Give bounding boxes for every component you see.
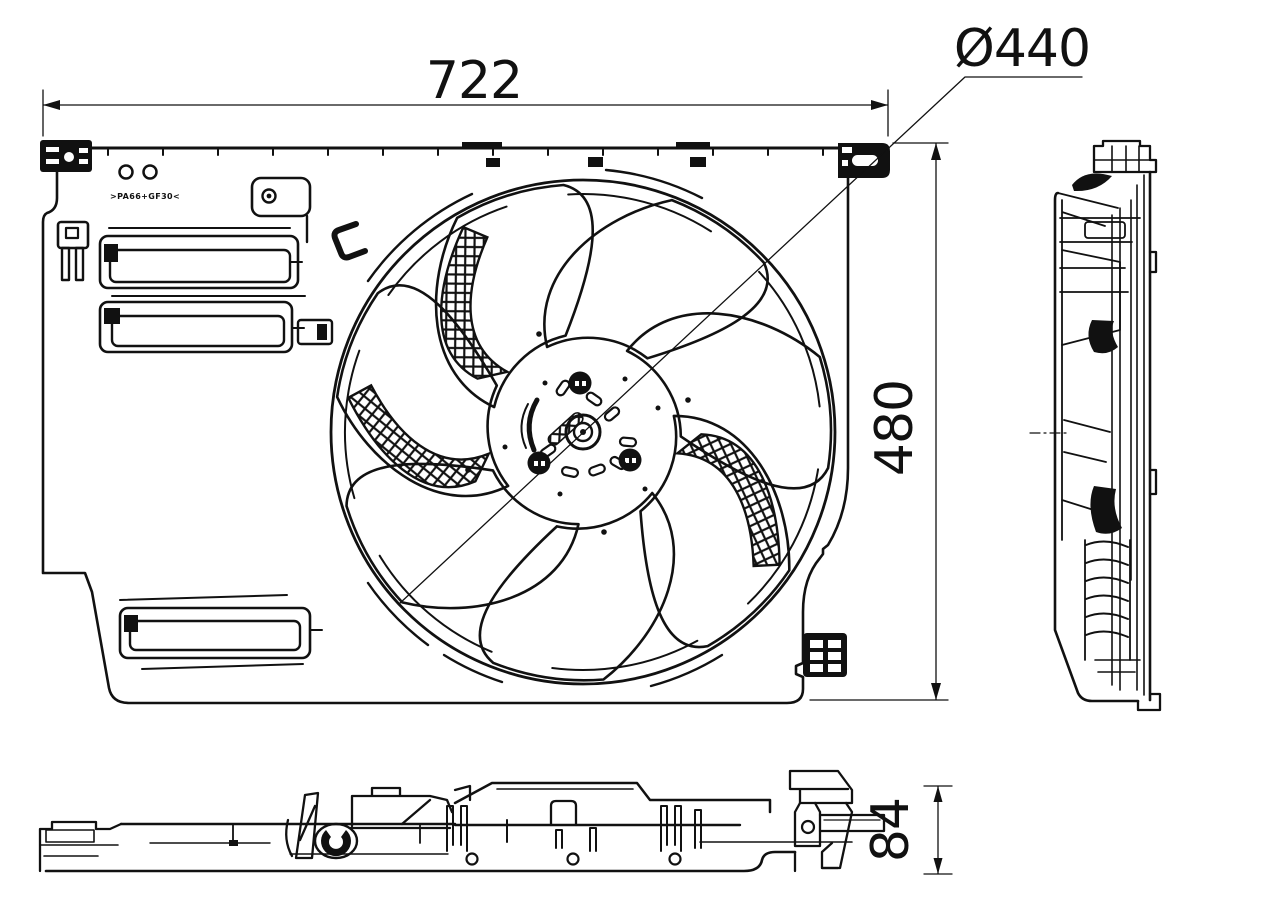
top-clip bbox=[486, 158, 500, 167]
front-view: >PA66+GF30< bbox=[40, 140, 890, 715]
arrowhead bbox=[871, 100, 888, 110]
arrowhead bbox=[931, 683, 941, 700]
arrowhead bbox=[931, 143, 941, 160]
hub-slots bbox=[539, 379, 638, 478]
motor-connector bbox=[803, 633, 847, 677]
arrowhead bbox=[43, 100, 60, 110]
hub-arc-wire bbox=[526, 397, 540, 453]
top-clip bbox=[690, 157, 706, 167]
vane-section bbox=[1072, 173, 1112, 192]
vent-slot-lower bbox=[118, 594, 323, 670]
top-clip bbox=[588, 157, 603, 167]
fan-ring-outer bbox=[329, 178, 837, 686]
material-marking-text: >PA66+GF30< bbox=[110, 192, 180, 201]
dimension-diameter: Ø440 bbox=[398, 19, 1091, 605]
dim-height-label: 480 bbox=[865, 380, 925, 476]
shroud-arc-segments bbox=[366, 168, 724, 688]
arrowhead bbox=[933, 786, 943, 802]
c-clip bbox=[331, 221, 368, 261]
hub-dots bbox=[465, 331, 691, 535]
vane-section bbox=[1088, 320, 1118, 354]
fan-hub bbox=[465, 331, 691, 535]
marking-hole bbox=[118, 164, 134, 180]
dimension-width: 722 bbox=[42, 51, 889, 137]
mount-ring bbox=[321, 830, 352, 857]
hub-bolt bbox=[568, 371, 592, 395]
fan-assembly bbox=[312, 143, 876, 715]
dimension-height: 480 bbox=[809, 142, 949, 701]
info-badge bbox=[250, 176, 312, 244]
top-tab bbox=[676, 142, 710, 149]
marking-hole bbox=[142, 164, 158, 180]
left-connector-pins bbox=[56, 220, 90, 282]
dim-width-label: 722 bbox=[426, 51, 522, 111]
vent-slot-middle bbox=[98, 295, 306, 354]
bottom-view bbox=[38, 769, 886, 873]
blade-truss-ribs bbox=[346, 218, 815, 576]
hub-bolt bbox=[527, 451, 551, 475]
side-view bbox=[1029, 139, 1162, 712]
hub-bolt bbox=[618, 448, 642, 472]
dim-diameter-label: Ø440 bbox=[954, 19, 1090, 79]
fan-ring-inner bbox=[344, 193, 822, 671]
vent-slot-upper bbox=[98, 227, 303, 290]
hub-spring bbox=[547, 412, 584, 446]
mounting-bracket-top-left bbox=[40, 140, 92, 172]
vane-section bbox=[1090, 486, 1122, 534]
top-tab bbox=[462, 142, 502, 149]
shroud-outline bbox=[41, 142, 850, 705]
mounting-bracket-top-right bbox=[838, 143, 890, 178]
fan-blades bbox=[312, 143, 876, 715]
arrowhead bbox=[933, 858, 943, 874]
latch-clip bbox=[296, 318, 334, 346]
